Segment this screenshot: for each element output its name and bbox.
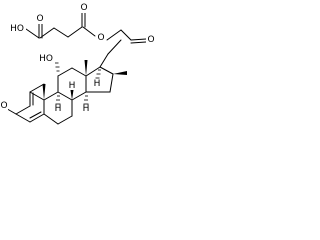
bond — [57, 115, 73, 125]
bond — [29, 83, 45, 93]
atom-label-ho-c11: HO — [39, 54, 53, 64]
atom-label-o-acid-carbonyl: O — [36, 14, 43, 24]
atom-label-ho-acid: HO — [10, 24, 24, 34]
atom-label-o-ketone-c3: O — [0, 101, 7, 111]
bond — [107, 39, 122, 55]
bond — [29, 113, 45, 123]
chemical-structure-diagram: HO O O O O HO O H H H H — [0, 3, 155, 125]
hash-bond — [95, 69, 101, 79]
bond — [120, 29, 132, 41]
hash-bond — [55, 95, 61, 105]
stereo-bonds — [42, 60, 127, 105]
ring-b — [43, 91, 73, 125]
bond — [39, 27, 55, 39]
wedge-bond — [113, 71, 127, 75]
atom-label-o-ester-carbonyl: O — [80, 3, 87, 13]
wedge-bond — [42, 84, 46, 100]
bond — [71, 67, 87, 77]
bond — [15, 105, 31, 115]
bond — [43, 91, 59, 101]
bond — [57, 91, 73, 101]
atom-label-h-c8: H — [69, 81, 76, 91]
bond — [67, 26, 83, 38]
bond — [53, 27, 69, 38]
bond — [99, 53, 109, 68]
bond — [85, 66, 101, 77]
hash-bond — [54, 62, 60, 72]
bond — [109, 73, 114, 93]
atom-labels: HO O O O O HO O H H H H — [0, 3, 155, 114]
bond — [130, 41, 147, 44]
succinate-chain — [25, 11, 147, 44]
wedge-bond — [84, 60, 88, 76]
atom-label-o-ester-bridge: O — [97, 33, 104, 43]
atom-label-h-c14: H — [83, 104, 90, 114]
hash-bond — [83, 95, 89, 105]
bond — [25, 28, 40, 39]
bond — [71, 91, 87, 101]
bond — [130, 38, 147, 41]
atom-label-h-c9: H — [55, 104, 62, 114]
ring-d — [85, 66, 114, 93]
c17-side-chain — [99, 39, 122, 68]
ring-a — [1, 83, 45, 123]
bond — [29, 111, 42, 119]
ring-c — [57, 67, 87, 101]
bond — [99, 66, 114, 75]
bond — [29, 91, 45, 101]
wedge-bond — [70, 90, 74, 100]
bond — [106, 29, 122, 41]
atom-label-o-ketone-c20: O — [147, 35, 154, 45]
bond — [82, 26, 96, 37]
bond — [57, 67, 73, 77]
bond — [15, 113, 31, 123]
bond — [43, 113, 59, 125]
atom-label-h-c17: H — [94, 79, 101, 89]
